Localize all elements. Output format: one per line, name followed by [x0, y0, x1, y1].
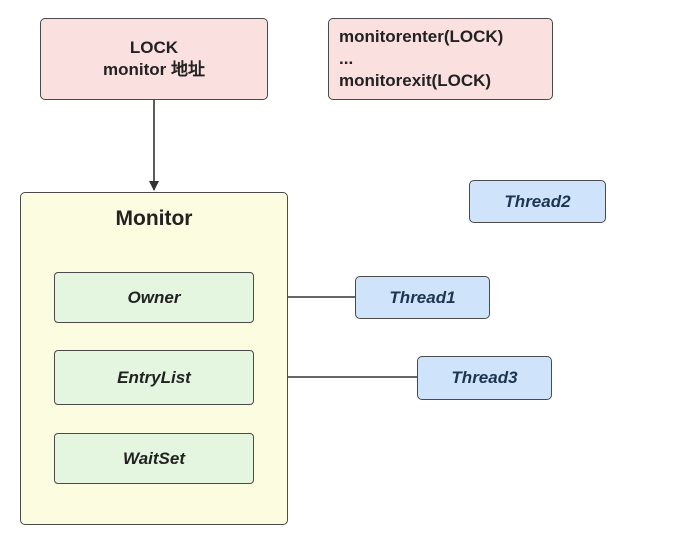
lock-box: LOCK monitor 地址: [40, 18, 268, 100]
owner-slot: Owner: [54, 272, 254, 323]
thread3-box: Thread3: [417, 356, 552, 400]
thread2-box: Thread2: [469, 180, 606, 223]
monitorexit-line: monitorexit(LOCK): [339, 71, 492, 90]
monitorenter-line: monitorenter(LOCK): [339, 27, 504, 46]
ellipsis-line: ...: [339, 49, 354, 68]
lock-label: LOCK: [129, 38, 179, 57]
bytecode-box: monitorenter(LOCK) ... monitorexit(LOCK): [328, 18, 553, 100]
thread1-label: Thread1: [389, 287, 456, 307]
thread2-label: Thread2: [504, 191, 571, 211]
monitor-address-label: monitor 地址: [103, 60, 205, 79]
entrylist-label: EntryList: [117, 367, 191, 387]
monitor-title: Monitor: [115, 207, 193, 230]
owner-label: Owner: [127, 287, 181, 307]
waitset-label: WaitSet: [122, 448, 186, 468]
entrylist-slot: EntryList: [54, 350, 254, 405]
waitset-slot: WaitSet: [54, 433, 254, 484]
thread1-box: Thread1: [355, 276, 490, 319]
thread3-label: Thread3: [451, 368, 518, 387]
